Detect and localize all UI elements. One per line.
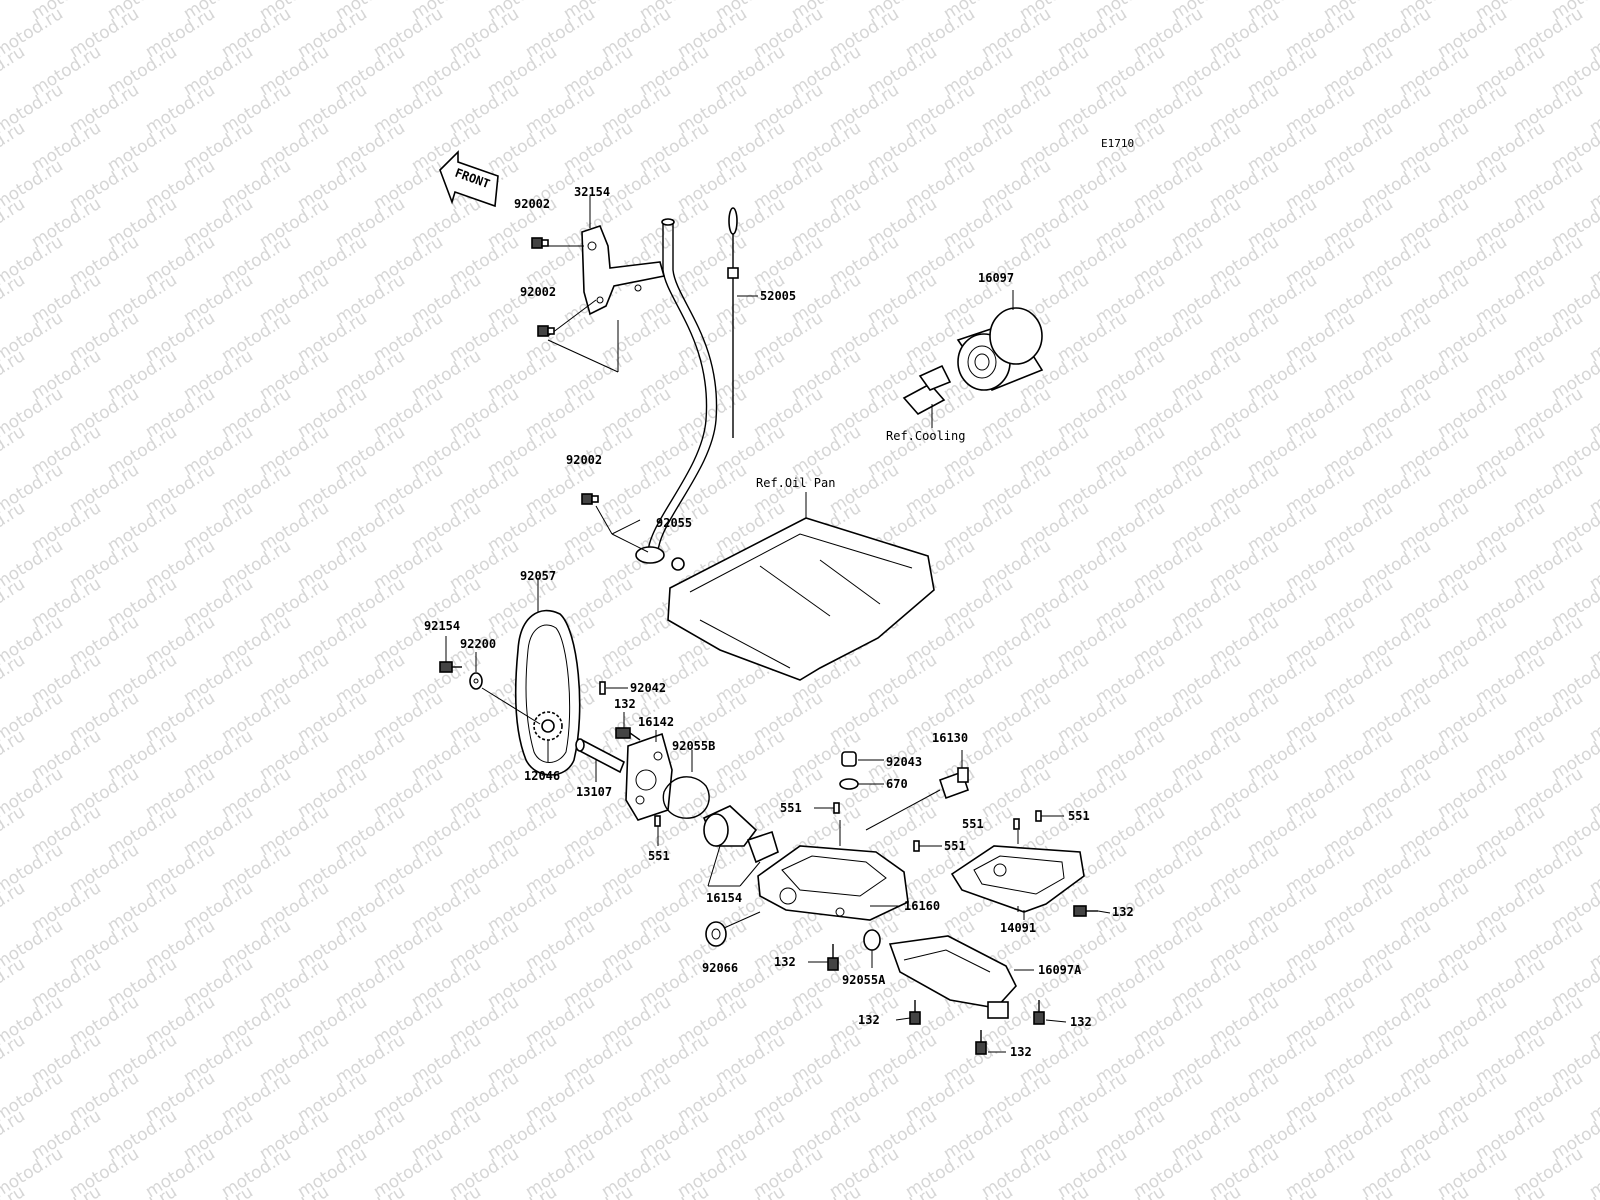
part-label-551-pump: 551 bbox=[648, 849, 670, 863]
part-label-92002-low: 92002 bbox=[566, 453, 602, 467]
bolt-92002-mid bbox=[537, 325, 555, 337]
part-label-16130: 16130 bbox=[932, 731, 968, 745]
dowel-551-pump bbox=[654, 815, 661, 827]
bushing-92066 bbox=[705, 911, 761, 947]
part-label-12046: 12046 bbox=[524, 769, 560, 783]
front-direction-arrow: FRONT bbox=[439, 150, 499, 208]
bolt-92002-top bbox=[531, 237, 549, 249]
dowel-551-d bbox=[1035, 810, 1042, 822]
part-label-551-a: 551 bbox=[780, 801, 802, 815]
bolt-132-right bbox=[1073, 905, 1098, 917]
oil-pan-reference bbox=[667, 492, 935, 681]
dipstick-52005 bbox=[727, 207, 758, 438]
part-label-32154: 32154 bbox=[574, 185, 610, 199]
o-ring-92055A bbox=[863, 929, 881, 968]
part-label-132-bl: 132 bbox=[858, 1013, 880, 1027]
part-label-132-base: 132 bbox=[774, 955, 796, 969]
part-label-52005: 52005 bbox=[760, 289, 796, 303]
dowel-551-c bbox=[1013, 818, 1020, 830]
part-label-16154: 16154 bbox=[706, 891, 742, 905]
o-ring-670 bbox=[839, 778, 859, 790]
part-label-92002-top: 92002 bbox=[514, 197, 550, 211]
part-label-92002-mid: 92002 bbox=[520, 285, 556, 299]
bolt-132-pump bbox=[615, 727, 641, 741]
part-label-132-br: 132 bbox=[1070, 1015, 1092, 1029]
part-label-16097A: 16097A bbox=[1038, 963, 1082, 977]
shaft-13107 bbox=[575, 738, 626, 782]
part-label-13107: 13107 bbox=[576, 785, 612, 799]
oil-filter-16097 bbox=[956, 290, 1044, 391]
part-label-92200: 92200 bbox=[460, 637, 496, 651]
part-label-670: 670 bbox=[886, 777, 908, 791]
filter-fitting bbox=[902, 364, 952, 428]
diagram-code: E1710 bbox=[1101, 137, 1134, 150]
cover-14091 bbox=[950, 830, 1085, 913]
bolt-132-bottom-right bbox=[1033, 1000, 1045, 1025]
part-label-16142: 16142 bbox=[638, 715, 674, 729]
bolt-132-base bbox=[827, 944, 839, 971]
part-label-132-right: 132 bbox=[1112, 905, 1134, 919]
pin-92042 bbox=[599, 681, 606, 695]
bolt-132-bottom bbox=[975, 1030, 987, 1055]
o-ring-92055 bbox=[671, 557, 685, 571]
part-label-92055A: 92055A bbox=[842, 973, 886, 987]
part-label-16160: 16160 bbox=[904, 899, 940, 913]
ref-oil-pan-label: Ref.Oil Pan bbox=[756, 476, 835, 490]
part-label-92055B: 92055B bbox=[672, 739, 715, 753]
part-label-14091: 14091 bbox=[1000, 921, 1036, 935]
part-label-92043: 92043 bbox=[886, 755, 922, 769]
part-label-92066: 92066 bbox=[702, 961, 738, 975]
part-label-551-c: 551 bbox=[962, 817, 984, 831]
part-label-92154: 92154 bbox=[424, 619, 460, 633]
oil-pump-housing-16160 bbox=[757, 820, 909, 921]
part-label-92042: 92042 bbox=[630, 681, 666, 695]
dowel-551-b bbox=[913, 840, 920, 852]
washer-92200 bbox=[469, 672, 483, 690]
ref-cooling-label: Ref.Cooling bbox=[886, 429, 965, 443]
cooler-housing-16097A bbox=[888, 935, 1034, 1019]
part-label-551-d: 551 bbox=[1068, 809, 1090, 823]
part-label-132-bottom: 132 bbox=[1010, 1045, 1032, 1059]
bolt-132-bottom-left bbox=[909, 1000, 921, 1025]
part-label-92055: 92055 bbox=[656, 516, 692, 530]
bolt-92154 bbox=[439, 661, 462, 673]
bolt-92002-low bbox=[581, 493, 599, 505]
dowel-551-a bbox=[833, 802, 840, 814]
part-label-92057: 92057 bbox=[520, 569, 556, 583]
part-label-16097: 16097 bbox=[978, 271, 1014, 285]
plug-92043 bbox=[841, 751, 857, 767]
part-label-551-b: 551 bbox=[944, 839, 966, 853]
part-label-132-pump: 132 bbox=[614, 697, 636, 711]
